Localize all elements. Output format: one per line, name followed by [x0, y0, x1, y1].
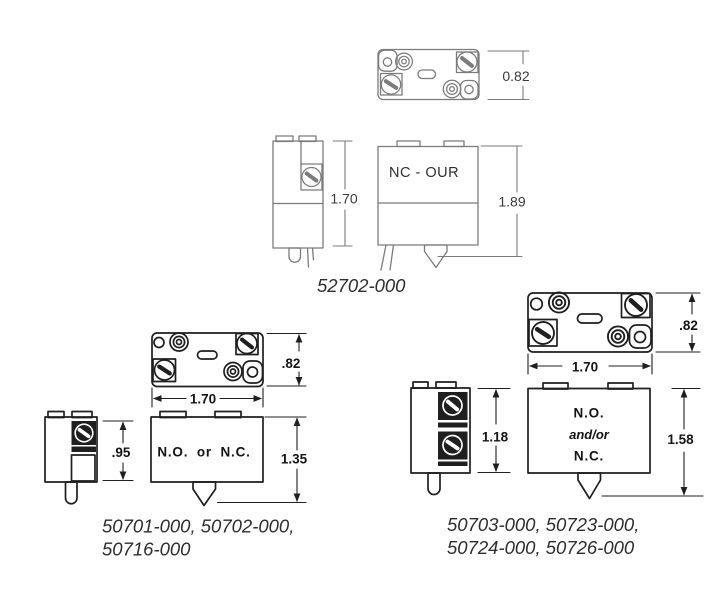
relay-body-outline [272, 140, 324, 249]
clamp-plate [438, 422, 468, 428]
screw-housing [300, 163, 323, 191]
relay-body-outline [377, 145, 479, 246]
bottom-pin [288, 247, 302, 263]
part-number-label: 50703-000, 50723-000, [447, 514, 639, 535]
rivet-icon [606, 325, 630, 348]
dimension-label: .82 [679, 318, 698, 333]
top-view [527, 289, 653, 353]
terminal-pad [379, 72, 403, 96]
terminal-tab [443, 140, 465, 148]
contact-type-label: NC - OUR [389, 165, 459, 181]
contact-type-label: and/or [569, 427, 610, 442]
mounting-hole [153, 336, 165, 349]
dimension-front-height: 1.89 [437, 145, 526, 258]
mounting-hole [529, 297, 544, 311]
dimension-top-height: .82 [655, 292, 701, 353]
top-view [377, 48, 481, 101]
dimension-side-height: 1.70 [330, 140, 358, 247]
mounting-tab [577, 472, 602, 500]
dimension-label: 1.58 [667, 432, 694, 447]
wire-opening [70, 454, 96, 482]
contact-type-label: N.O. or N.C. [157, 445, 250, 460]
lead-wire [380, 244, 387, 271]
part-group-52702: 0.82 1.70 [272, 48, 530, 296]
screw-icon [296, 161, 327, 193]
dimension-side-height: 1.18 [477, 387, 511, 474]
side-view [410, 381, 471, 496]
screw-icon [378, 71, 405, 98]
mounting-tab [423, 244, 448, 269]
lead-wire [306, 247, 310, 268]
part-number-label: 50716-000 [102, 539, 191, 560]
contact-type-label: N.C. [574, 449, 604, 464]
terminal-pad [528, 318, 558, 347]
clamp-plate [71, 446, 96, 452]
part-group-50701: .82 1.70 [44, 329, 308, 560]
dimension-label: 1.70 [330, 191, 357, 207]
mounting-hole [382, 57, 393, 67]
oval-slot [417, 69, 437, 80]
dimension-side-height: .95 [102, 420, 134, 482]
corner-pad [628, 324, 652, 349]
dimension-top-height: .82 [266, 332, 307, 387]
contact-type-label: N.O. [574, 406, 605, 421]
lead-wire [389, 244, 395, 271]
rivet-icon [547, 291, 571, 314]
lead-wire [311, 247, 315, 261]
terminal-tab [412, 381, 429, 389]
dimension-top-height: 0.82 [487, 50, 530, 101]
dimension-label: 1.18 [482, 430, 509, 445]
corner-pad [242, 360, 264, 384]
terminal-tab [396, 140, 421, 148]
front-view [150, 410, 264, 507]
dimension-label: 1.89 [498, 194, 525, 210]
dimension-front-height: 1.35 [216, 416, 308, 504]
corner-pad [459, 79, 479, 100]
dimension-label: .82 [282, 356, 301, 371]
part-number-label: 50701-000, 50702-000, [102, 516, 294, 537]
mounting-hole [464, 84, 474, 95]
mounting-hole [633, 330, 647, 344]
relay-body-outline [151, 332, 264, 388]
rivet-icon [223, 361, 243, 382]
relay-body-outline [527, 292, 653, 353]
top-view [151, 329, 264, 388]
dimension-label: .95 [112, 445, 131, 460]
oval-slot [576, 313, 603, 324]
rivet-icon [169, 332, 189, 352]
mounting-hole [246, 366, 259, 378]
dimension-label: 1.35 [281, 452, 308, 467]
clamp-plate [438, 461, 468, 466]
bottom-pin [64, 481, 78, 505]
part-number-label: 50724-000, 50726-000 [447, 537, 635, 558]
front-view [527, 382, 651, 500]
part-number-label: 52702-000 [317, 275, 406, 296]
side-view [272, 135, 327, 268]
rivet-icon [442, 79, 462, 99]
side-view [44, 410, 99, 505]
terminal-tab [435, 381, 457, 389]
terminal-pad [152, 358, 177, 383]
dimension-front-height: 1.58 [601, 387, 704, 497]
part-group-50703: .82 1.70 [410, 289, 704, 558]
screw-icon [151, 356, 179, 384]
dimension-top-width: 1.70 [527, 353, 653, 375]
oval-slot [196, 350, 218, 360]
screw-icon [528, 318, 558, 348]
mounting-tab [192, 481, 217, 507]
front-view [377, 140, 479, 271]
dimension-label: 1.70 [572, 360, 598, 375]
rivet-icon [395, 52, 413, 71]
dimension-label: 0.82 [502, 68, 529, 84]
relay-body-outline [377, 48, 480, 101]
dimension-label: 1.70 [190, 392, 216, 407]
bottom-pin [427, 472, 441, 496]
corner-pad [377, 49, 398, 72]
dimension-top-width: 1.70 [151, 387, 264, 408]
